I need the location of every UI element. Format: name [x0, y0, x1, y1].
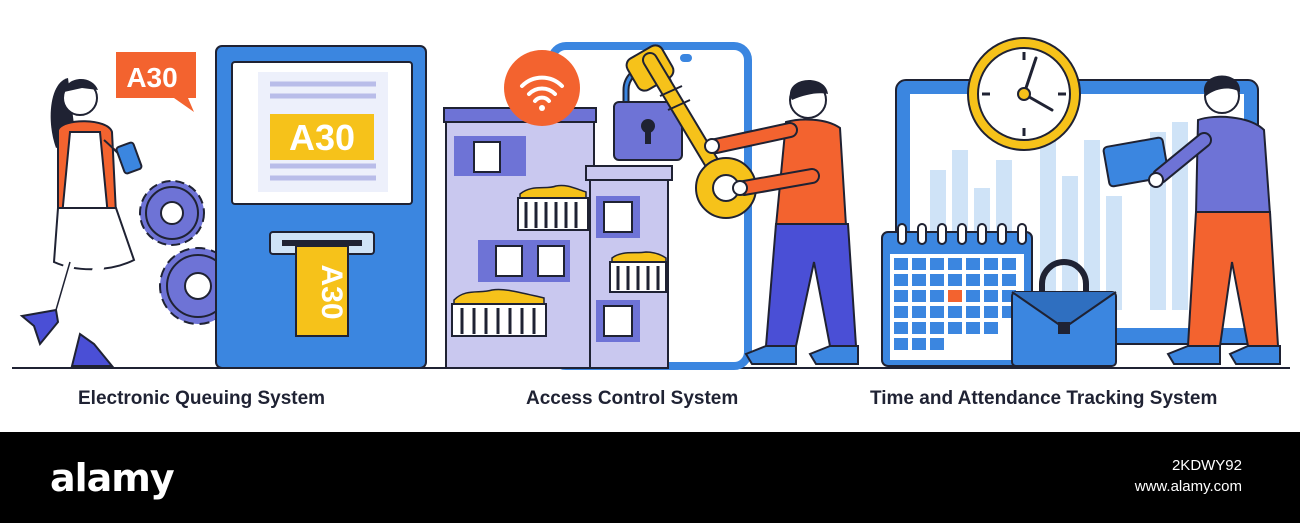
- gear-icon: [159, 247, 237, 325]
- illustration-art: A30 A30 A30: [12, 37, 1290, 370]
- balcony: [451, 288, 547, 337]
- calendar-icon: [881, 223, 1033, 367]
- balcony: [609, 251, 667, 293]
- attendance-scene: [881, 37, 1281, 369]
- speech-bubble: [116, 52, 196, 112]
- watermark-footer: [0, 432, 1300, 523]
- access-caption: Access Control System: [526, 388, 739, 409]
- bubble-text: A30: [126, 62, 177, 93]
- phone-icon: [115, 141, 143, 175]
- screen-ticket-badge: [270, 114, 374, 160]
- briefcase-icon: [1011, 259, 1117, 367]
- screen-ticket-text: A30: [289, 117, 355, 158]
- attendance-caption: Time and Attendance Tracking System: [870, 388, 1218, 409]
- worker-figure: [1102, 75, 1281, 365]
- gear-icon: [139, 180, 205, 246]
- brand-logo[interactable]: alamy: [50, 456, 175, 500]
- balcony: [517, 184, 589, 231]
- printed-ticket-text: A30: [315, 264, 348, 319]
- queue-scene: A30 A30 A30: [19, 45, 427, 369]
- site-url[interactable]: www.alamy.com: [1134, 478, 1242, 495]
- clock-icon: [967, 37, 1081, 151]
- wifi-icon: [504, 50, 580, 126]
- access-scene: [443, 42, 859, 370]
- printed-ticket: [295, 245, 349, 337]
- woman-figure: [19, 78, 143, 367]
- man-figure: [704, 79, 859, 365]
- image-id: 2KDWY92: [1171, 457, 1242, 474]
- queue-caption: Electronic Queuing System: [78, 388, 326, 409]
